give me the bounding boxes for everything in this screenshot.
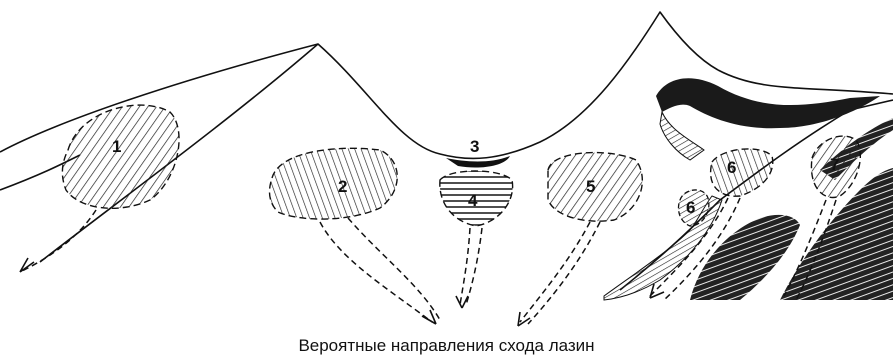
zone-1-area [62, 105, 179, 208]
arrow-1 [20, 258, 34, 272]
zone-label-2: 2 [338, 177, 347, 196]
zone-label-3: 3 [470, 137, 479, 156]
zone-2-area [270, 148, 398, 219]
arrow-2 [422, 310, 436, 324]
zone-label-4: 4 [468, 191, 478, 210]
zone-label-1: 1 [112, 137, 121, 156]
arrow-6 [650, 284, 664, 298]
zone-5-path [520, 222, 600, 324]
zone-label-5: 5 [586, 177, 595, 196]
rock-face [660, 112, 704, 160]
zone-label-7: 7 [830, 155, 839, 174]
zone-label-6b: 6 [727, 158, 736, 177]
zone-2-path [320, 218, 440, 322]
zone-4-path [460, 228, 482, 305]
zone-1-path [20, 210, 96, 272]
diagram-caption: Вероятные направления схода лазин [0, 336, 893, 356]
zone-6b-area [711, 149, 773, 196]
zone-label-6a: 6 [686, 198, 695, 217]
